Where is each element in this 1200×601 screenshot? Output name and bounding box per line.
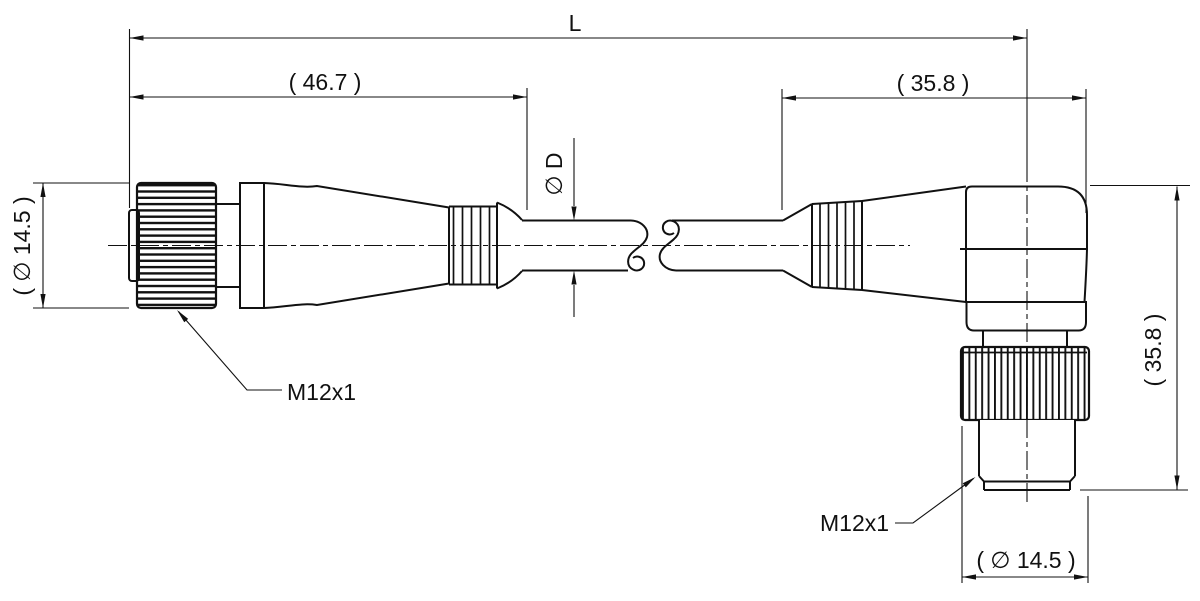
elbow-lower-band xyxy=(965,301,1087,332)
dim-left-connector-length: ( 46.7 ) xyxy=(129,69,528,210)
ext-lines xyxy=(961,426,1089,583)
dim-label-right-connector-length: ( 35.8 ) xyxy=(897,70,970,96)
leader-line xyxy=(895,478,974,524)
arrow-left-icon xyxy=(782,95,796,101)
right-connector-knurled-nut xyxy=(959,345,1091,422)
right-connector xyxy=(782,185,1091,491)
left-boot-cone xyxy=(496,201,523,290)
dim-label-left-connector-length: ( 46.7 ) xyxy=(289,69,362,95)
callout-left-thread: M12x1 xyxy=(177,310,356,405)
arrow-down-icon xyxy=(1174,475,1180,490)
callout-label-right-thread: M12x1 xyxy=(820,510,889,536)
dim-label-left-connector-diameter: ( ∅ 14.5 ) xyxy=(9,196,35,295)
callout-label-left-thread: M12x1 xyxy=(287,379,356,405)
cable-right-segment xyxy=(672,219,783,272)
dim-overall-length: L xyxy=(128,10,1028,208)
dim-right-connector-length: ( 35.8 ) xyxy=(781,70,1087,213)
cable-left-segment xyxy=(522,219,631,272)
arrow-right-icon xyxy=(1074,574,1088,580)
cable xyxy=(522,219,783,272)
dim-left-connector-diameter: ( ∅ 14.5 ) xyxy=(9,182,129,309)
leader-arrow-icon xyxy=(962,477,976,488)
arrow-left-icon xyxy=(129,94,144,100)
dim-cable-diameter: ∅ D xyxy=(541,138,577,317)
arrow-left-icon xyxy=(962,574,976,580)
arrow-up-icon xyxy=(1174,186,1180,201)
arrow-down-icon xyxy=(40,294,46,308)
callout-right-thread: M12x1 xyxy=(820,477,976,536)
arrow-right-icon xyxy=(513,94,527,100)
dim-label-right-connector-diameter: ( ∅ 14.5 ) xyxy=(976,547,1075,573)
cable-break-left xyxy=(627,219,649,272)
leader-line xyxy=(178,311,282,391)
arrow-down-icon xyxy=(571,206,577,221)
right-body-cone xyxy=(861,185,967,303)
arrow-right-icon xyxy=(1013,35,1027,41)
right-connector-neck xyxy=(982,330,1068,347)
dim-right-connector-diameter: ( ∅ 14.5 ) xyxy=(961,426,1089,583)
leader-arrow-icon xyxy=(177,310,189,323)
arrow-left-icon xyxy=(129,35,144,41)
arrow-up-icon xyxy=(40,183,46,197)
dim-label-overall-length: L xyxy=(569,10,582,36)
left-connector-neck xyxy=(216,203,240,288)
arrow-right-icon xyxy=(1072,95,1086,101)
dim-right-connector-height: ( 35.8 ) xyxy=(1080,184,1190,491)
dim-label-right-connector-height: ( 35.8 ) xyxy=(1140,314,1166,387)
dim-label-cable-diameter: ∅ D xyxy=(541,152,567,195)
ext-lines xyxy=(33,182,129,309)
cable-break-right xyxy=(658,219,680,272)
arrow-up-icon xyxy=(571,270,577,285)
